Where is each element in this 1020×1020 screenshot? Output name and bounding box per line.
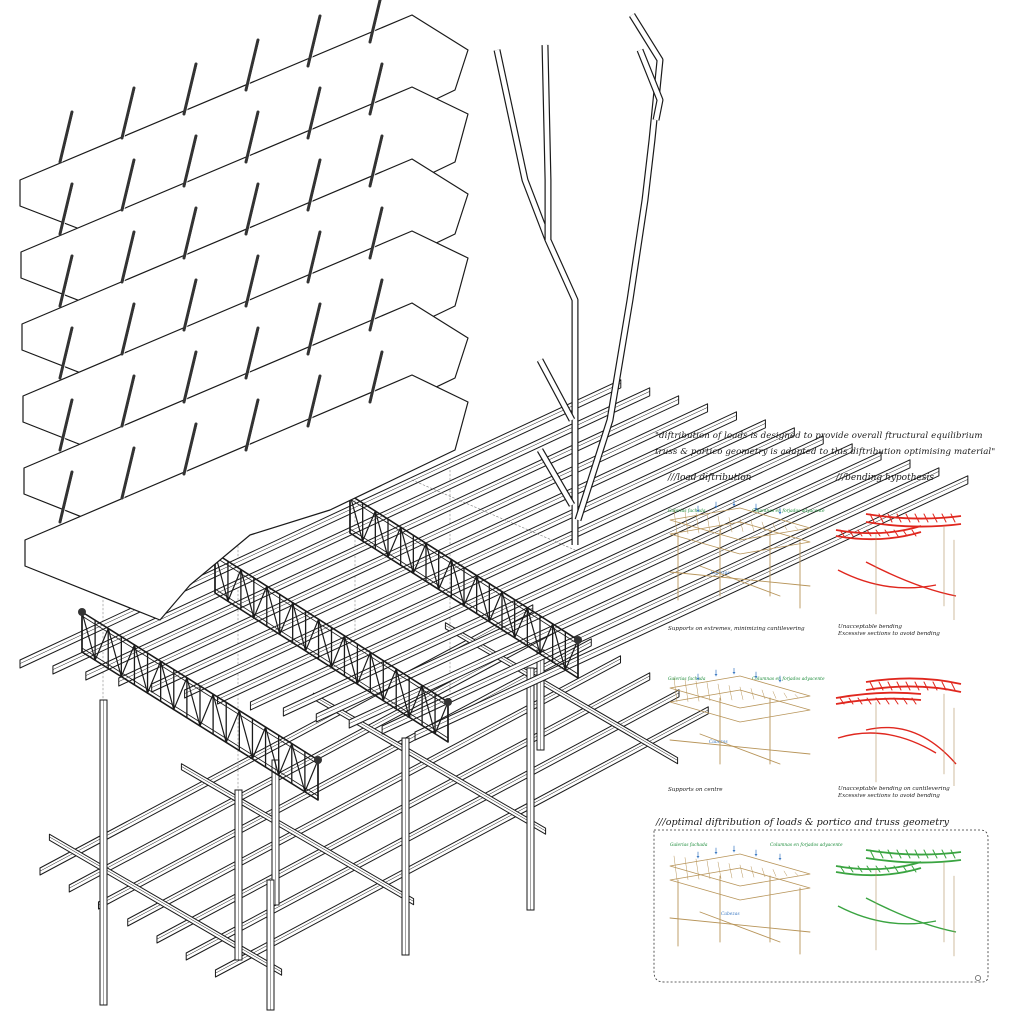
steel-column <box>234 789 243 961</box>
exploded-branch-column <box>411 13 664 551</box>
steel-column <box>271 759 280 906</box>
deck-beam <box>381 467 940 735</box>
tag-columns-2: Columnas en forjados adyacente <box>752 677 825 682</box>
deck-beam <box>348 459 911 729</box>
diagram-bending-centre <box>835 677 962 786</box>
caption-excessive-sections-2: Excessive sections to avoid bending <box>838 793 940 799</box>
steel-column <box>526 667 535 911</box>
quote-line-1: "diftribution of loads is designed to pr… <box>655 431 983 441</box>
deck-beam <box>52 387 651 675</box>
steel-column <box>401 737 410 956</box>
steel-column <box>266 879 275 1011</box>
lower-steel-grid <box>39 604 709 978</box>
branch-member <box>536 358 576 422</box>
branch-member <box>541 44 552 240</box>
tag-columns-3: Columnas en forjados adyacente <box>770 843 843 848</box>
tag-pillars-2: Cabezas <box>709 740 728 745</box>
deck-beam <box>282 443 853 717</box>
caption-unacceptable-bending: Unacceptable bending <box>838 624 902 630</box>
caption-supports-extremes: Supports on extremes, minimizing cantile… <box>668 626 805 632</box>
floor-slab <box>24 350 469 621</box>
tag-facade-3: Galerias fachada <box>670 843 708 848</box>
heading-bending-hypothesis: ///bending hypothesis <box>836 473 934 483</box>
branch-member <box>574 13 664 522</box>
diagram-bending-extremes <box>835 513 962 620</box>
steel-column <box>536 649 545 751</box>
grid-beam <box>214 706 709 978</box>
tag-facade-1: Galerias fachada <box>668 509 706 514</box>
heading-optimal-distribution: ///optimal diftribution of loads & porti… <box>656 817 950 828</box>
caption-excessive-sections-1: Excessive sections to avoid bending <box>838 631 940 637</box>
steel-columns <box>99 419 545 1011</box>
diagram-optimal-bending <box>835 849 962 957</box>
optimal-frame-border <box>653 829 989 983</box>
branch-member <box>636 48 664 121</box>
deck-beam <box>249 435 824 711</box>
diagram-optimal-load <box>669 845 811 955</box>
truss-front <box>78 608 322 801</box>
tag-pillars-3: Cabezas <box>721 912 740 917</box>
main-trusses <box>78 491 582 801</box>
caption-supports-centre: Supports on centre <box>668 787 723 793</box>
floor-slabs <box>19 0 469 621</box>
diagram-load-supports-centre <box>669 668 811 765</box>
quote-line-2: truss & portico geometry is adapted to t… <box>655 447 996 457</box>
deck-beam <box>414 475 969 741</box>
heading-load-distribution: ///load diftribution <box>668 473 752 483</box>
branch-member <box>536 448 576 507</box>
diagram-load-supports-extremes <box>669 500 811 609</box>
tag-facade-2: Galerias fachada <box>668 677 706 682</box>
steel-column <box>99 699 108 1006</box>
caption-unacceptable-cantilever: Unacceptable bending on cantilevering <box>838 786 950 792</box>
tag-columns-1: Columnas en forjados adyacente <box>752 509 825 514</box>
grid-crossbeam <box>444 622 679 765</box>
